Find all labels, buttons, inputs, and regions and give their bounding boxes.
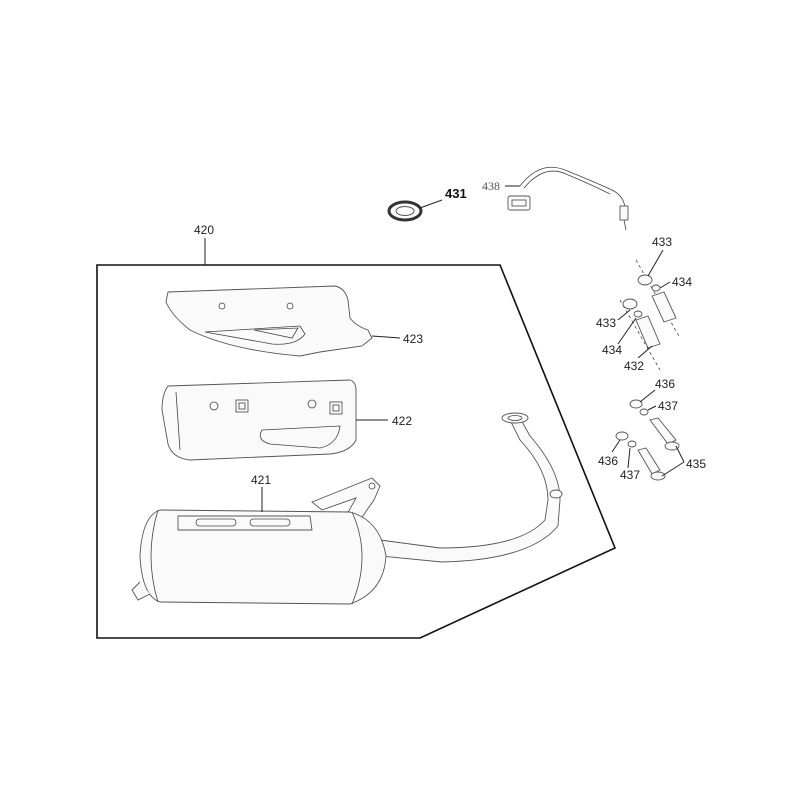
callout-421: 421 <box>251 473 271 487</box>
leader-431 <box>419 199 443 209</box>
leader-435a <box>675 445 685 463</box>
heat-shield-lower <box>161 379 357 461</box>
callout-437b: 437 <box>620 468 640 482</box>
leader-423 <box>371 335 401 339</box>
callout-435: 435 <box>686 457 706 471</box>
leader-437a <box>647 405 657 411</box>
leader-434a <box>659 281 671 289</box>
callout-434b: 434 <box>602 343 622 357</box>
leader-434b <box>617 317 637 345</box>
heat-shield-upper <box>165 285 373 357</box>
leader-436a <box>639 389 656 403</box>
assembly-frame-420 <box>96 264 617 639</box>
callout-423: 423 <box>403 332 423 346</box>
oxygen-sensor <box>507 166 629 231</box>
gasket <box>387 200 423 222</box>
bolt-fastener-set <box>615 399 680 481</box>
callout-434a: 434 <box>672 275 692 289</box>
stud-fastener-set <box>619 259 681 371</box>
callout-436b: 436 <box>598 454 618 468</box>
callout-436a: 436 <box>655 377 675 391</box>
callout-431: 431 <box>445 186 467 201</box>
callout-433a: 433 <box>652 235 672 249</box>
callout-432: 432 <box>624 359 644 373</box>
leader-437b <box>627 447 631 469</box>
callout-422: 422 <box>392 414 412 428</box>
callout-438: 438 <box>482 179 500 193</box>
leader-433a <box>647 249 664 277</box>
leader-435b <box>661 461 685 477</box>
callout-433b: 433 <box>596 316 616 330</box>
callout-437a: 437 <box>658 399 678 413</box>
muffler <box>131 412 563 605</box>
callout-420: 420 <box>194 223 214 237</box>
leader-433b <box>617 309 631 321</box>
leader-436b <box>611 439 621 453</box>
leader-432 <box>637 345 653 359</box>
